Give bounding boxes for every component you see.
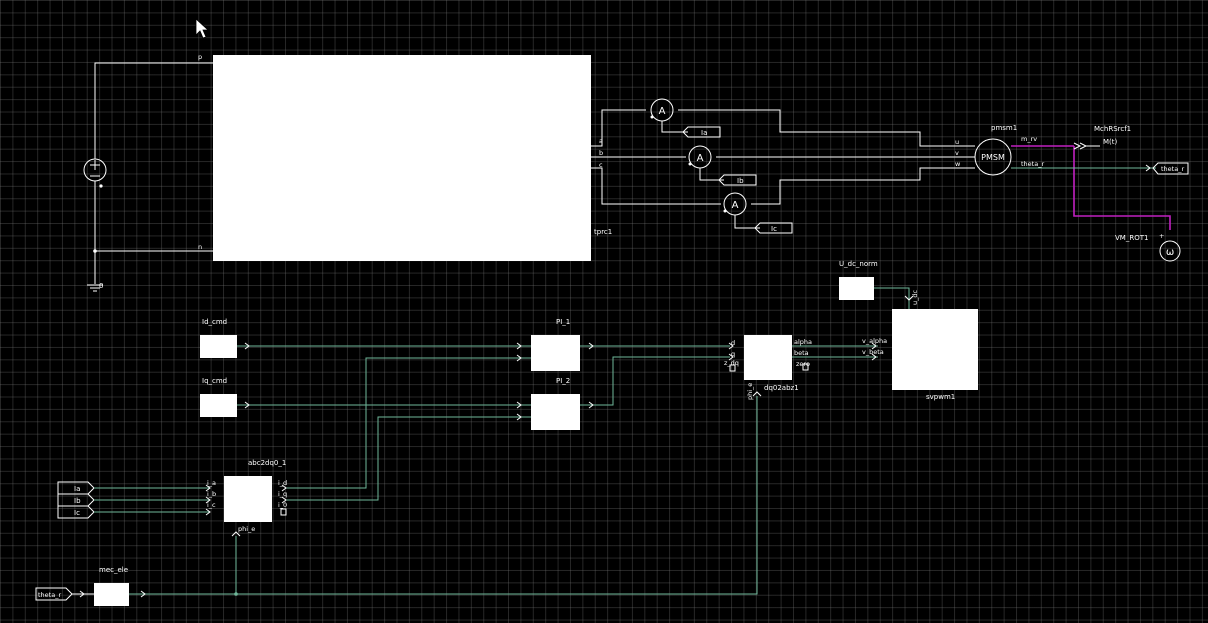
dq02abz-pin-q: q <box>731 350 735 358</box>
wire-dc-positive <box>94 62 213 159</box>
pmsm-motor[interactable]: PMSM <box>974 138 1012 176</box>
wire-phase-a-in <box>591 109 646 147</box>
dq02abz-block[interactable] <box>744 335 792 380</box>
dq02abz-label: dq02abz1 <box>764 384 799 392</box>
svg-text:Ic: Ic <box>74 509 80 517</box>
pi1-block[interactable] <box>531 335 580 371</box>
dq02abz-out-alpha: alpha <box>794 338 812 346</box>
abc2dq0-in-b: i_b <box>207 490 216 498</box>
pi1-label: PI_1 <box>556 318 570 326</box>
mech-sensor-func: M(t) <box>1103 138 1118 146</box>
abc2dq0-label: abc2dq0_1 <box>248 459 286 467</box>
mec-ele-block[interactable] <box>94 583 129 606</box>
tag-theta-out <box>1152 162 1189 175</box>
svg-text:Ia: Ia <box>701 129 707 137</box>
pmsm-pin-v: v <box>955 149 959 157</box>
inverter-pin-a: a <box>599 137 603 145</box>
ground-label: 0 <box>99 282 103 290</box>
wire-id-feedback <box>286 357 531 489</box>
tag-input-ic <box>57 505 95 519</box>
iq-cmd-block[interactable] <box>200 394 237 417</box>
iq-cmd-label: Iq_cmd <box>202 377 227 385</box>
dq02abz-pin-phi: phi_e <box>746 383 754 400</box>
svg-text:PMSM: PMSM <box>981 153 1005 162</box>
abc2dq0-in-a: i_a <box>207 479 216 487</box>
svg-text:A: A <box>697 153 704 164</box>
inverter-name: tprc1 <box>594 228 612 236</box>
svg-text:theta_r: theta_r <box>1161 165 1184 173</box>
svpwm-label: svpwm1 <box>926 393 955 401</box>
mec-ele-label: mec_ele <box>99 566 128 574</box>
ammeter-b-icon[interactable]: A <box>688 145 712 169</box>
pmsm-pin-u: u <box>955 138 959 146</box>
wire-pi2-out <box>580 356 730 406</box>
svg-text:Ib: Ib <box>74 497 81 505</box>
udc-norm-label: U_dc_norm <box>839 260 878 268</box>
tag-input-ib <box>57 493 95 507</box>
svg-text:ω: ω <box>1166 247 1174 258</box>
wire-phase-c-in <box>591 167 721 205</box>
inverter-block[interactable] <box>213 55 591 261</box>
svpwm-block[interactable] <box>892 309 978 390</box>
pmsm-out-theta: theta_r <box>1021 160 1044 168</box>
svg-text:Ib: Ib <box>737 177 744 185</box>
pi2-block[interactable] <box>531 394 580 430</box>
ammeter-c-icon[interactable]: A <box>723 192 747 216</box>
tag-input-theta <box>35 587 73 601</box>
wire-iq-feedback <box>286 416 531 501</box>
wire-udc <box>874 287 910 309</box>
id-cmd-label: Id_cmd <box>202 318 227 326</box>
svg-text:theta_r: theta_r <box>38 591 61 599</box>
wire-mechanical-to-source <box>1073 146 1171 230</box>
inverter-pin-p: p <box>198 53 202 61</box>
tag-ic <box>754 222 793 234</box>
abc2dq0-in-c: i_c <box>207 501 216 509</box>
speed-source-name: VM_ROT1 <box>1115 234 1148 242</box>
abc2dq0-out-q: i_q <box>278 490 287 498</box>
svg-text:A: A <box>659 106 666 117</box>
abc2dq0-pin-phi: phi_e <box>238 525 255 533</box>
udc-norm-block[interactable] <box>839 277 874 300</box>
pmsm-out-m: m_rv <box>1021 135 1037 143</box>
dq02abz-pin-d: d <box>731 339 735 347</box>
pmsm-name: pmsm1 <box>991 124 1017 132</box>
arrow-cursor-icon <box>195 18 210 39</box>
inverter-pin-n: n <box>198 243 202 251</box>
svpwm-in-beta: v_beta <box>862 348 884 356</box>
tag-ib <box>718 174 757 186</box>
tag-ia <box>682 126 721 138</box>
wire-phase-c-out <box>751 167 975 205</box>
svg-text:A: A <box>732 200 739 211</box>
svg-text:Ic: Ic <box>771 225 777 233</box>
wire-phi-e <box>129 396 758 595</box>
tag-input-ia <box>57 481 95 495</box>
abc2dq0-out-z: i_0 <box>278 501 287 509</box>
port-markers <box>79 164 1151 598</box>
wire-dc-negative <box>94 181 213 252</box>
speed-source-plus: + <box>1159 232 1164 240</box>
rotational-speed-source-icon[interactable]: ω <box>1159 240 1181 262</box>
dq02abz-out-beta: beta <box>794 349 809 357</box>
inverter-pin-b: b <box>599 149 603 157</box>
svg-text:Ia: Ia <box>74 485 80 493</box>
ground-icon <box>87 284 103 292</box>
abc2dq0-out-d: i_d <box>278 479 287 487</box>
mech-sensor-name: MchRSrcf1 <box>1094 125 1131 133</box>
ammeter-a-icon[interactable]: A <box>650 98 674 122</box>
id-cmd-block[interactable] <box>200 335 237 358</box>
svpwm-pin-udc: u_dc <box>911 290 919 305</box>
svpwm-in-alpha: v_alpha <box>862 337 887 345</box>
pi2-label: PI_2 <box>556 377 570 385</box>
dq02abz-pin-z: z_dq <box>724 359 739 367</box>
pmsm-pin-w: w <box>955 160 961 168</box>
abc2dq0-block[interactable] <box>224 476 272 522</box>
wire-phase-a-out <box>678 109 975 147</box>
inverter-pin-c: c <box>599 161 603 169</box>
torque-sensor-icon[interactable] <box>1073 142 1100 150</box>
